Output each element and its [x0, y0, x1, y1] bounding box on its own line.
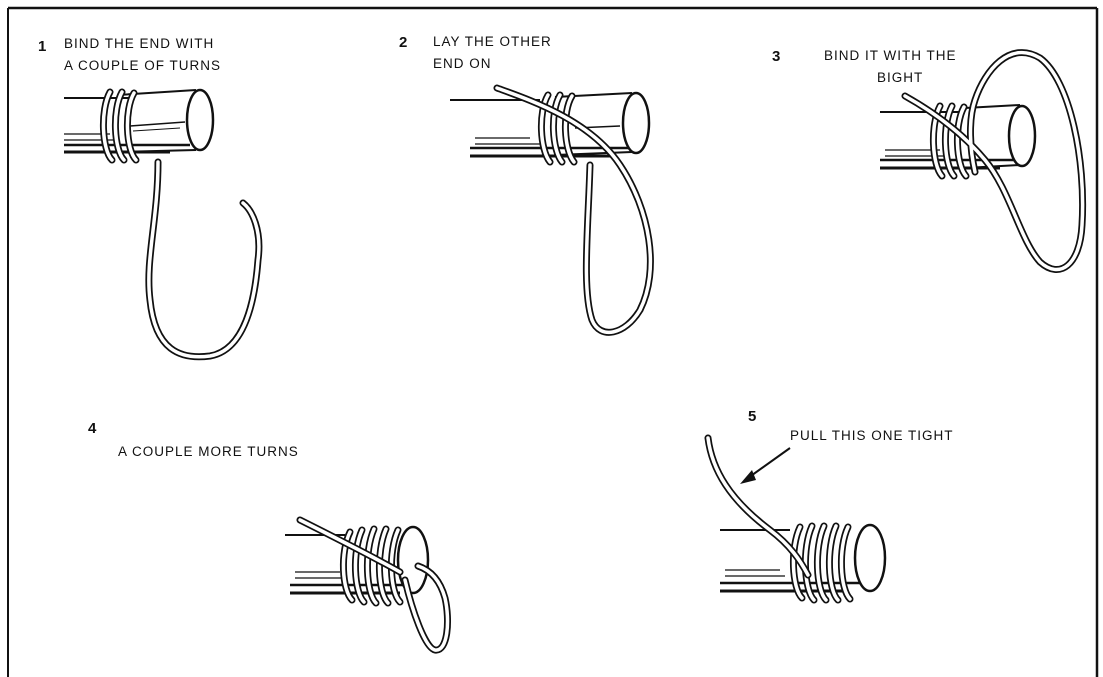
- step-1-label-line-2: A COUPLE OF TURNS: [64, 58, 222, 73]
- rope-other-end-2: [493, 84, 654, 336]
- step-4-label-line-1: A COUPLE MORE TURNS: [118, 444, 299, 459]
- rope-bight-1: [145, 158, 263, 361]
- step-4-number: 4: [88, 420, 97, 437]
- step-2-illustration: [450, 84, 654, 336]
- step-3-label-line-1: BIND IT WITH THE: [824, 48, 957, 63]
- step-4-illustration: [285, 516, 452, 654]
- step-5-label-line-1: PULL THIS ONE TIGHT: [790, 428, 954, 443]
- whipping-turns-1: [99, 88, 140, 164]
- step-1-illustration: [64, 88, 263, 361]
- step-5-number: 5: [748, 408, 757, 425]
- whipping-turns-2: [537, 91, 578, 166]
- step-1-label-line-1: BIND THE END WITH: [64, 36, 215, 51]
- rope-end-1: [64, 88, 215, 154]
- rope-tail-5: [704, 434, 812, 579]
- step-2-label-line-2: END ON: [433, 56, 492, 71]
- rope-end-4: [296, 516, 452, 654]
- step-1-number: 1: [38, 38, 47, 55]
- whipping-turns-3: [929, 102, 970, 180]
- frame-border: [7, 6, 1099, 677]
- step-2-number: 2: [399, 34, 408, 51]
- step-3-label-line-2: BIGHT: [877, 70, 924, 85]
- rope-bight-3: [901, 49, 1087, 273]
- step-5-illustration: [704, 434, 887, 604]
- step-2-label-line-1: LAY THE OTHER: [433, 34, 552, 49]
- arrow-pointer: [740, 447, 791, 484]
- step-3-illustration: [880, 49, 1087, 273]
- whipping-turns-5: [789, 522, 854, 604]
- whipping-turns-4: [339, 525, 404, 607]
- step-3-number: 3: [772, 48, 781, 65]
